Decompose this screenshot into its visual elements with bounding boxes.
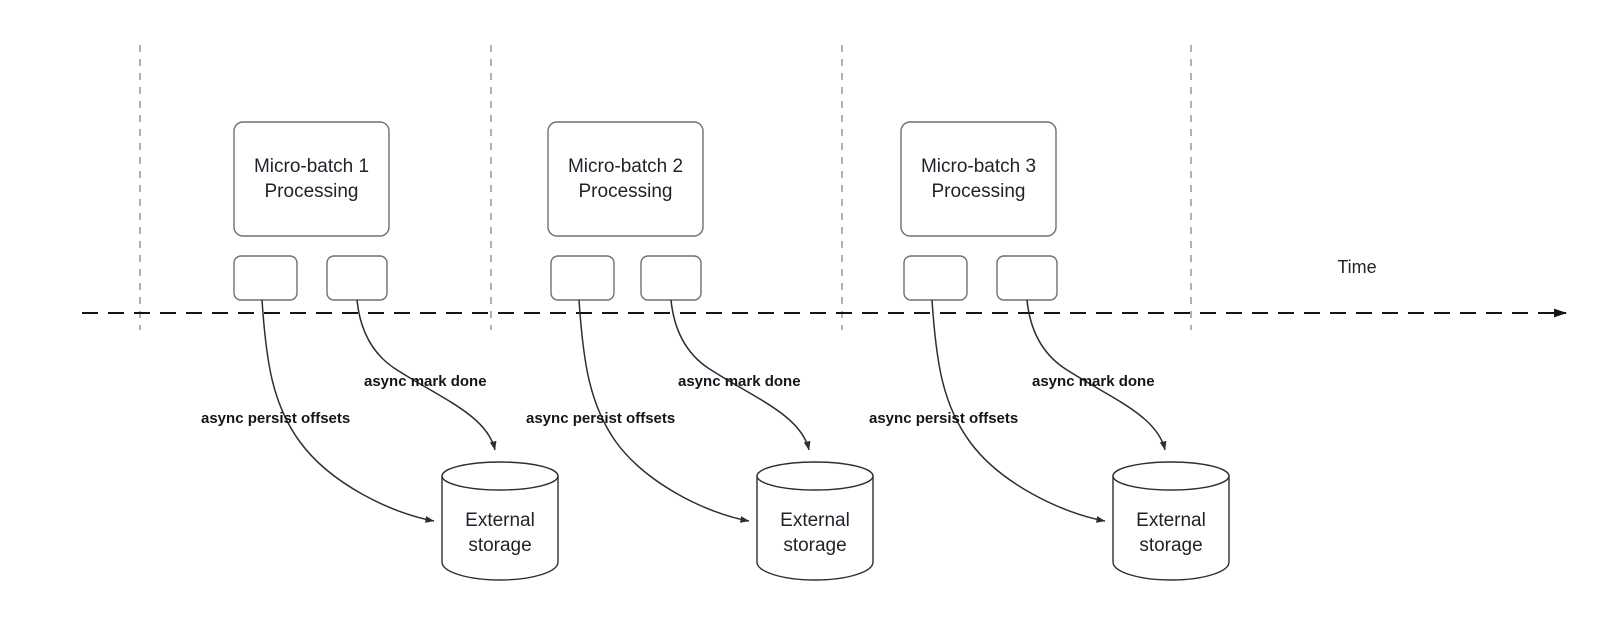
micro-batch-2-label-line2: Processing [579, 181, 673, 202]
timeline-tick-group [139, 45, 1192, 330]
micro-batch-group-3: Micro-batch 3 Processing async persist o… [869, 121, 1230, 581]
micro-batch-3-persist-offsets-arrow [931, 299, 1106, 523]
micro-batch-1-offset-task-box[interactable] [233, 255, 298, 301]
micro-batch-1-label-line2: Processing [265, 181, 359, 202]
micro-batch-1-label-line1: Micro-batch 1 [254, 156, 369, 177]
micro-batch-1-persist-offsets-label: async persist offsets [201, 410, 350, 427]
micro-batch-2-mark-done-label: async mark done [678, 373, 801, 390]
micro-batch-1-persist-offsets-arrow [261, 299, 435, 523]
micro-batch-3-mark-done-label: async mark done [1032, 373, 1155, 390]
micro-batch-3-label-line2: Processing [932, 181, 1026, 202]
external-storage-1-label-line1: External [465, 510, 535, 531]
micro-batch-3-external-storage[interactable]: External storage [1112, 461, 1230, 581]
micro-batch-2-mark-done-task-box[interactable] [640, 255, 702, 301]
micro-batch-2-mark-done-arrow [670, 299, 811, 451]
micro-batch-group-1: Micro-batch 1 Processing async persist o… [201, 121, 559, 581]
external-storage-3-label-line1: External [1136, 510, 1206, 531]
external-storage-2-label-line2: storage [783, 535, 846, 556]
micro-batch-3-process-box[interactable] [900, 121, 1057, 237]
micro-batch-1-process-box[interactable] [233, 121, 390, 237]
micro-batch-1-mark-done-task-box[interactable] [326, 255, 388, 301]
micro-batch-1-external-storage[interactable]: External storage [441, 461, 559, 581]
micro-batch-2-persist-offsets-arrow [578, 299, 750, 523]
micro-batch-1-mark-done-arrow [356, 299, 497, 451]
external-storage-1-label-line2: storage [468, 535, 531, 556]
time-axis-label: Time [1337, 257, 1376, 277]
micro-batch-2-process-box[interactable] [547, 121, 704, 237]
micro-batch-2-persist-offsets-label: async persist offsets [526, 410, 675, 427]
micro-batch-group-2: Micro-batch 2 Processing async persist o… [526, 121, 874, 581]
external-storage-3-label-line2: storage [1139, 535, 1202, 556]
micro-batch-3-persist-offsets-label: async persist offsets [869, 410, 1018, 427]
micro-batch-2-external-storage[interactable]: External storage [756, 461, 874, 581]
micro-batch-2-label-line1: Micro-batch 2 [568, 156, 683, 177]
micro-batch-2-offset-task-box[interactable] [550, 255, 615, 301]
micro-batch-3-offset-task-box[interactable] [903, 255, 968, 301]
micro-batch-3-label-line1: Micro-batch 3 [921, 156, 1036, 177]
micro-batch-1-mark-done-label: async mark done [364, 373, 487, 390]
micro-batch-3-mark-done-arrow [1026, 299, 1167, 451]
micro-batch-3-mark-done-task-box[interactable] [996, 255, 1058, 301]
external-storage-2-label-line1: External [780, 510, 850, 531]
